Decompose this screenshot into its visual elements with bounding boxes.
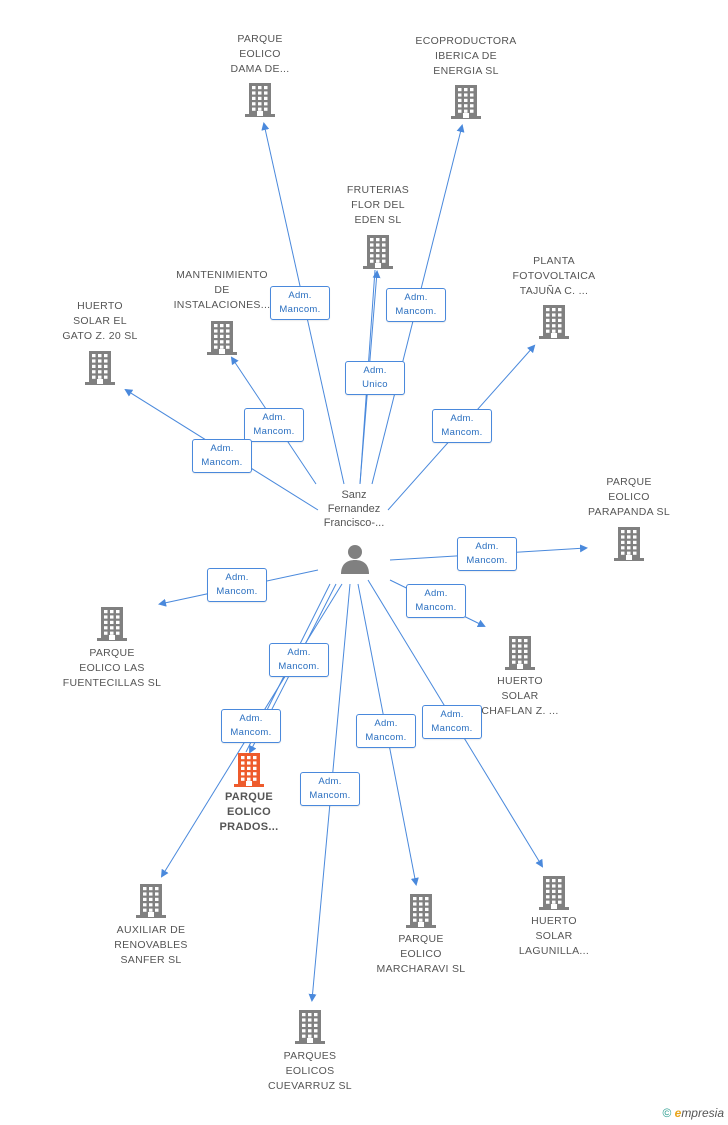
relation-type: Unico bbox=[362, 379, 388, 390]
relation-role: Adm. bbox=[374, 718, 398, 729]
relation-badge-c7[interactable]: Adm. Mancom. bbox=[457, 537, 517, 571]
relation-badge-c1[interactable]: Adm. Mancom. bbox=[270, 286, 330, 320]
building-icon[interactable] bbox=[97, 607, 127, 641]
person-icon[interactable] bbox=[340, 543, 370, 575]
relation-role: Adm. bbox=[318, 776, 342, 787]
building-icon[interactable] bbox=[363, 235, 393, 269]
relation-type: Mancom. bbox=[466, 555, 508, 566]
company-label: FRUTERIAS FLOR DEL EDEN SL bbox=[346, 184, 410, 226]
building-icon[interactable] bbox=[245, 83, 275, 117]
building-icon[interactable] bbox=[451, 85, 481, 119]
relation-type: Mancom. bbox=[365, 732, 407, 743]
building-icon[interactable] bbox=[614, 527, 644, 561]
company-node-c14[interactable]: PARQUES EOLICOS CUEVARRUZ SL bbox=[240, 1049, 380, 1094]
company-label: MANTENIMIENTO DE INSTALACIONES... bbox=[173, 269, 271, 311]
company-label: PARQUE EOLICO DAMA DE... bbox=[230, 33, 290, 75]
relation-role: Adm. bbox=[288, 290, 312, 301]
company-label: HUERTO SOLAR CHAFLAN Z. ... bbox=[481, 675, 559, 717]
company-node-c9[interactable]: HUERTO SOLAR CHAFLAN Z. ... bbox=[450, 674, 590, 719]
building-icon[interactable] bbox=[207, 321, 237, 355]
relation-badge-c9[interactable]: Adm. Mancom. bbox=[406, 584, 466, 618]
relation-badge-c13[interactable]: Adm. Mancom. bbox=[422, 705, 482, 739]
building-icon[interactable] bbox=[85, 351, 115, 385]
relation-type: Mancom. bbox=[279, 304, 321, 315]
relation-type: Mancom. bbox=[309, 790, 351, 801]
relation-type: Mancom. bbox=[395, 306, 437, 317]
relation-badge-c14[interactable]: Adm. Mancom. bbox=[300, 772, 360, 806]
relation-type: Mancom. bbox=[431, 723, 473, 734]
company-label: PARQUE EOLICO PARAPANDA SL bbox=[588, 476, 670, 518]
company-label: PARQUE EOLICO LAS FUENTECILLAS SL bbox=[62, 647, 162, 689]
relation-badge-c5[interactable]: Adm. Mancom. bbox=[432, 409, 492, 443]
relation-type: Mancom. bbox=[216, 586, 258, 597]
company-label: ECOPRODUCTORA IBERICA DE ENERGIA SL bbox=[415, 35, 517, 77]
brand-logo: empresia bbox=[674, 1106, 724, 1120]
relation-role: Adm. bbox=[210, 443, 234, 454]
company-node-c3[interactable]: FRUTERIAS FLOR DEL EDEN SL bbox=[308, 183, 448, 228]
company-label: PARQUES EOLICOS CUEVARRUZ SL bbox=[268, 1050, 352, 1092]
relation-role: Adm. bbox=[404, 292, 428, 303]
relation-role: Adm. bbox=[225, 572, 249, 583]
relation-badge-c12[interactable]: Adm. Mancom. bbox=[356, 714, 416, 748]
relation-type: Mancom. bbox=[230, 727, 272, 738]
relation-role: Adm. bbox=[424, 588, 448, 599]
building-icon[interactable] bbox=[539, 305, 569, 339]
relation-type: Mancom. bbox=[441, 427, 483, 438]
relation-role: Adm. bbox=[475, 541, 499, 552]
footer-brand: © empresia bbox=[662, 1106, 724, 1120]
relation-badge-c2[interactable]: Adm. Mancom. bbox=[386, 288, 446, 322]
company-node-c4[interactable]: MANTENIMIENTO DE INSTALACIONES... bbox=[152, 268, 292, 313]
company-node-c5[interactable]: PLANTA FOTOVOLTAICA TAJUÑA C. ... bbox=[484, 254, 624, 299]
relation-type: Mancom. bbox=[415, 602, 457, 613]
relation-badge-c6[interactable]: Adm. Mancom. bbox=[192, 439, 252, 473]
company-node-c1[interactable]: PARQUE EOLICO DAMA DE... bbox=[190, 32, 330, 77]
relation-type: Mancom. bbox=[201, 457, 243, 468]
building-icon[interactable] bbox=[295, 1010, 325, 1044]
company-node-c6[interactable]: HUERTO SOLAR EL GATO Z. 20 SL bbox=[30, 299, 170, 344]
relation-badge-c10[interactable]: Adm. Mancom. bbox=[269, 643, 329, 677]
relation-role: Adm. bbox=[450, 413, 474, 424]
copyright-icon: © bbox=[662, 1106, 672, 1120]
relation-badge-c4[interactable]: Adm. Mancom. bbox=[244, 408, 304, 442]
company-node-c8[interactable]: PARQUE EOLICO LAS FUENTECILLAS SL bbox=[42, 646, 182, 691]
center-person-name[interactable]: Sanz Fernandez Francisco-... bbox=[323, 489, 385, 529]
company-label: PLANTA FOTOVOLTAICA TAJUÑA C. ... bbox=[512, 255, 596, 297]
relation-type: Mancom. bbox=[253, 426, 295, 437]
company-node-c11[interactable]: AUXILIAR DE RENOVABLES SANFER SL bbox=[81, 923, 221, 968]
company-label: HUERTO SOLAR EL GATO Z. 20 SL bbox=[62, 300, 138, 342]
relation-role: Adm. bbox=[440, 709, 464, 720]
relation-badge-c8[interactable]: Adm. Mancom. bbox=[207, 568, 267, 602]
relation-role: Adm. bbox=[287, 647, 311, 658]
company-label: HUERTO SOLAR LAGUNILLA... bbox=[518, 915, 590, 957]
company-node-c7[interactable]: PARQUE EOLICO PARAPANDA SL bbox=[559, 475, 699, 520]
company-node-c13[interactable]: HUERTO SOLAR LAGUNILLA... bbox=[484, 914, 624, 959]
relation-role: Adm. bbox=[262, 412, 286, 423]
building-icon[interactable] bbox=[539, 876, 569, 910]
company-node-c2[interactable]: ECOPRODUCTORA IBERICA DE ENERGIA SL bbox=[396, 34, 536, 79]
building-icon[interactable] bbox=[505, 636, 535, 670]
relation-role: Adm. bbox=[363, 365, 387, 376]
company-label: AUXILIAR DE RENOVABLES SANFER SL bbox=[114, 924, 188, 966]
building-icon[interactable] bbox=[136, 884, 166, 918]
company-label: PARQUE EOLICO PRADOS... bbox=[219, 791, 279, 833]
company-label: PARQUE EOLICO MARCHARAVI SL bbox=[376, 933, 466, 975]
relation-badge-c11[interactable]: Adm. Mancom. bbox=[221, 709, 281, 743]
company-node-c12[interactable]: PARQUE EOLICO MARCHARAVI SL bbox=[351, 932, 491, 977]
relation-badge-c3[interactable]: Adm. Unico bbox=[345, 361, 405, 395]
building-icon[interactable] bbox=[406, 894, 436, 928]
building-icon[interactable] bbox=[234, 753, 264, 787]
relation-type: Mancom. bbox=[278, 661, 320, 672]
relation-role: Adm. bbox=[239, 713, 263, 724]
company-node-c10[interactable]: PARQUE EOLICO PRADOS... bbox=[179, 790, 319, 835]
